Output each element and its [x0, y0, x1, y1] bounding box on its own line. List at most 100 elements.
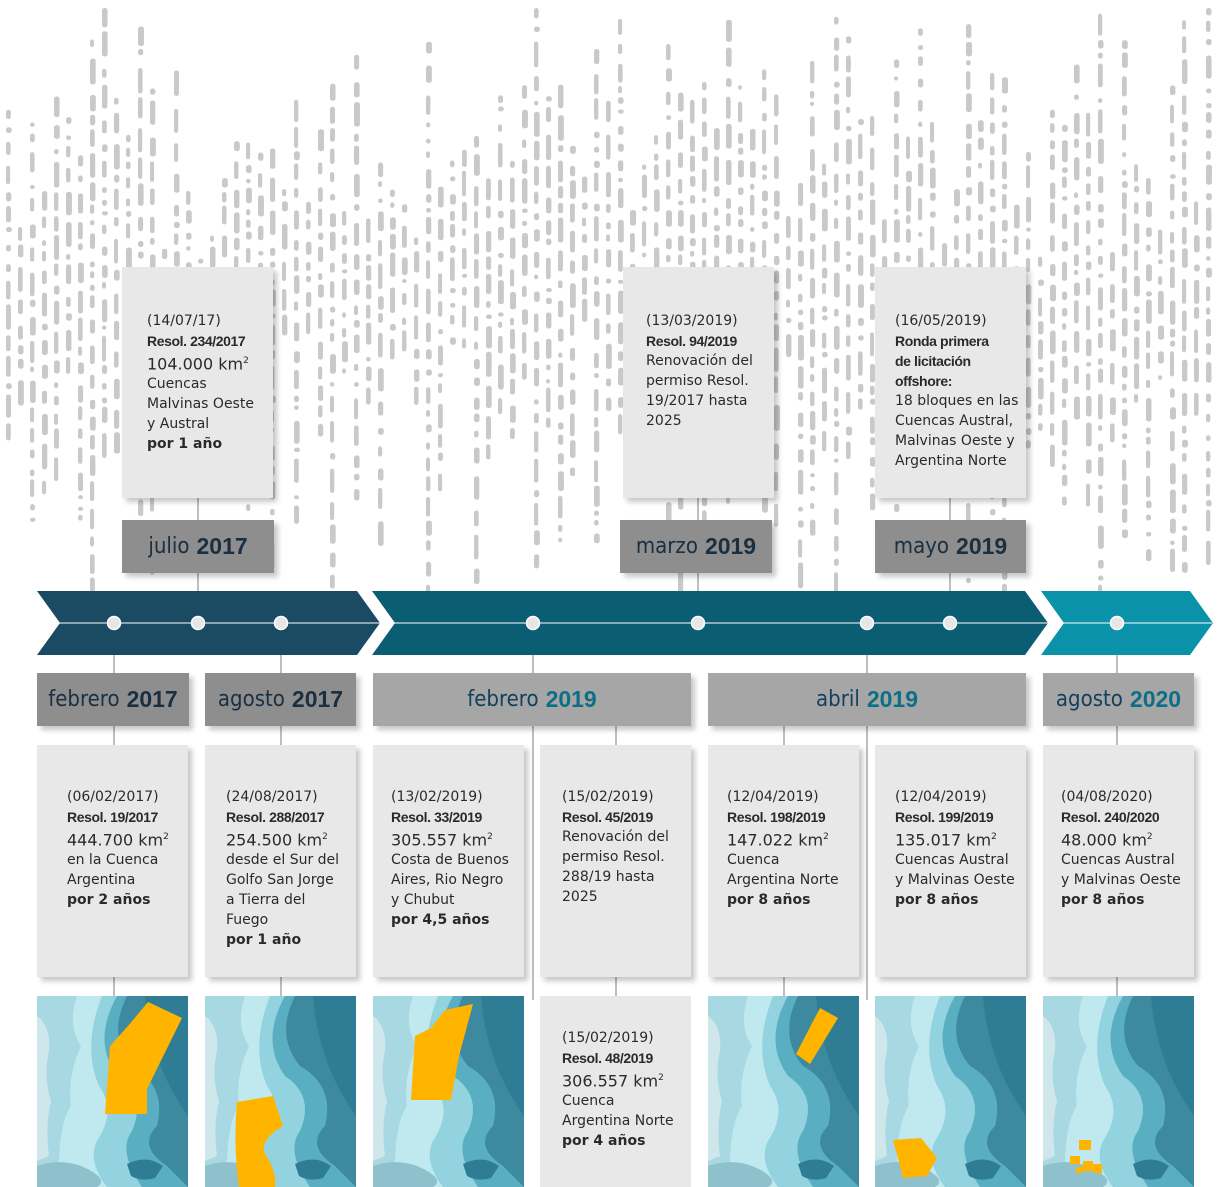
- background-dash: [666, 68, 672, 82]
- background-dash: [1110, 329, 1116, 352]
- background-dash: [534, 41, 539, 68]
- background-dash: [486, 301, 491, 308]
- background-dash: [594, 146, 600, 153]
- background-dash: [66, 254, 71, 260]
- background-dash: [774, 503, 779, 527]
- background-dash: [834, 386, 839, 402]
- background-dash: [186, 246, 191, 251]
- background-dash: [354, 222, 360, 247]
- background-dash: [1002, 121, 1008, 128]
- background-dash: [222, 205, 227, 225]
- background-dash: [678, 569, 684, 594]
- background-dash: [798, 293, 803, 303]
- background-dash: [810, 277, 816, 299]
- background-dash: [102, 84, 108, 109]
- background-dash: [1098, 368, 1104, 383]
- background-dash: [738, 238, 744, 254]
- background-dash: [858, 317, 864, 326]
- background-dash: [330, 194, 336, 201]
- background-dash: [810, 202, 816, 221]
- background-dash: [618, 279, 624, 284]
- background-dash: [378, 198, 383, 204]
- background-dash: [1050, 109, 1055, 119]
- background-dash: [546, 338, 552, 359]
- background-dash: [1194, 235, 1200, 253]
- background-dash: [1158, 325, 1164, 340]
- background-dash: [498, 210, 504, 219]
- background-dash: [390, 189, 395, 198]
- background-dash: [330, 420, 335, 443]
- background-dash: [594, 203, 600, 212]
- background-dash: [546, 220, 552, 236]
- background-dash: [318, 366, 323, 380]
- background-dash: [930, 262, 935, 269]
- background-dash: [102, 281, 107, 289]
- background-dash: [30, 122, 35, 127]
- background-dash: [426, 442, 431, 450]
- card-term: por 1 año: [147, 436, 223, 453]
- background-dash: [30, 197, 35, 212]
- background-dash: [1206, 343, 1212, 355]
- background-dash: [18, 325, 23, 340]
- background-dash: [546, 134, 552, 161]
- background-dash: [942, 243, 948, 267]
- background-dash: [1098, 443, 1104, 452]
- background-dash: [426, 476, 431, 492]
- background-dash: [270, 210, 276, 236]
- background-dash: [138, 67, 143, 94]
- background-dash: [558, 186, 564, 199]
- background-dash: [258, 152, 264, 161]
- background-dash: [870, 182, 875, 197]
- background-dash: [918, 231, 923, 238]
- background-dash: [534, 229, 540, 242]
- background-dash: [390, 323, 396, 331]
- background-dash: [1038, 256, 1043, 267]
- background-dash: [414, 283, 419, 308]
- background-dash: [1194, 392, 1199, 416]
- background-dash: [870, 363, 875, 383]
- background-dash: [594, 417, 599, 428]
- background-dash: [546, 387, 551, 413]
- background-dash: [594, 533, 600, 544]
- background-dash: [990, 159, 995, 181]
- background-dash: [306, 241, 312, 255]
- background-dash: [6, 205, 11, 223]
- background-dash: [1050, 154, 1055, 171]
- background-dash: [1098, 13, 1103, 36]
- background-dash: [810, 356, 815, 369]
- background-dash: [1074, 204, 1080, 216]
- background-dash: [978, 137, 984, 150]
- background-dash: [666, 185, 671, 200]
- background-dash: [1170, 85, 1176, 96]
- background-dash: [426, 410, 431, 417]
- background-dash: [474, 476, 480, 500]
- background-dash: [570, 230, 575, 253]
- background-dash: [810, 60, 815, 84]
- background-dash: [978, 120, 984, 132]
- background-dash: [42, 390, 47, 404]
- background-dash: [774, 210, 780, 220]
- background-dash: [786, 299, 791, 308]
- background-dash: [474, 568, 480, 585]
- background-dash: [354, 279, 360, 296]
- background-dash: [462, 305, 467, 328]
- background-dash: [378, 296, 384, 310]
- background-dash: [894, 59, 900, 69]
- background-dash: [1158, 229, 1163, 255]
- background-dash: [54, 192, 59, 212]
- background-dash: [30, 152, 35, 173]
- background-dash: [54, 457, 59, 482]
- background-dash: [1062, 496, 1067, 506]
- background-dash: [810, 486, 816, 492]
- background-dash: [1098, 63, 1103, 88]
- background-dash: [402, 330, 407, 352]
- background-dash: [90, 399, 96, 410]
- background-dash: [1074, 269, 1079, 276]
- background-dash: [186, 190, 191, 205]
- background-dash: [810, 502, 815, 509]
- background-dash: [54, 395, 59, 406]
- background-dash: [1026, 152, 1031, 162]
- background-dash: [714, 224, 720, 232]
